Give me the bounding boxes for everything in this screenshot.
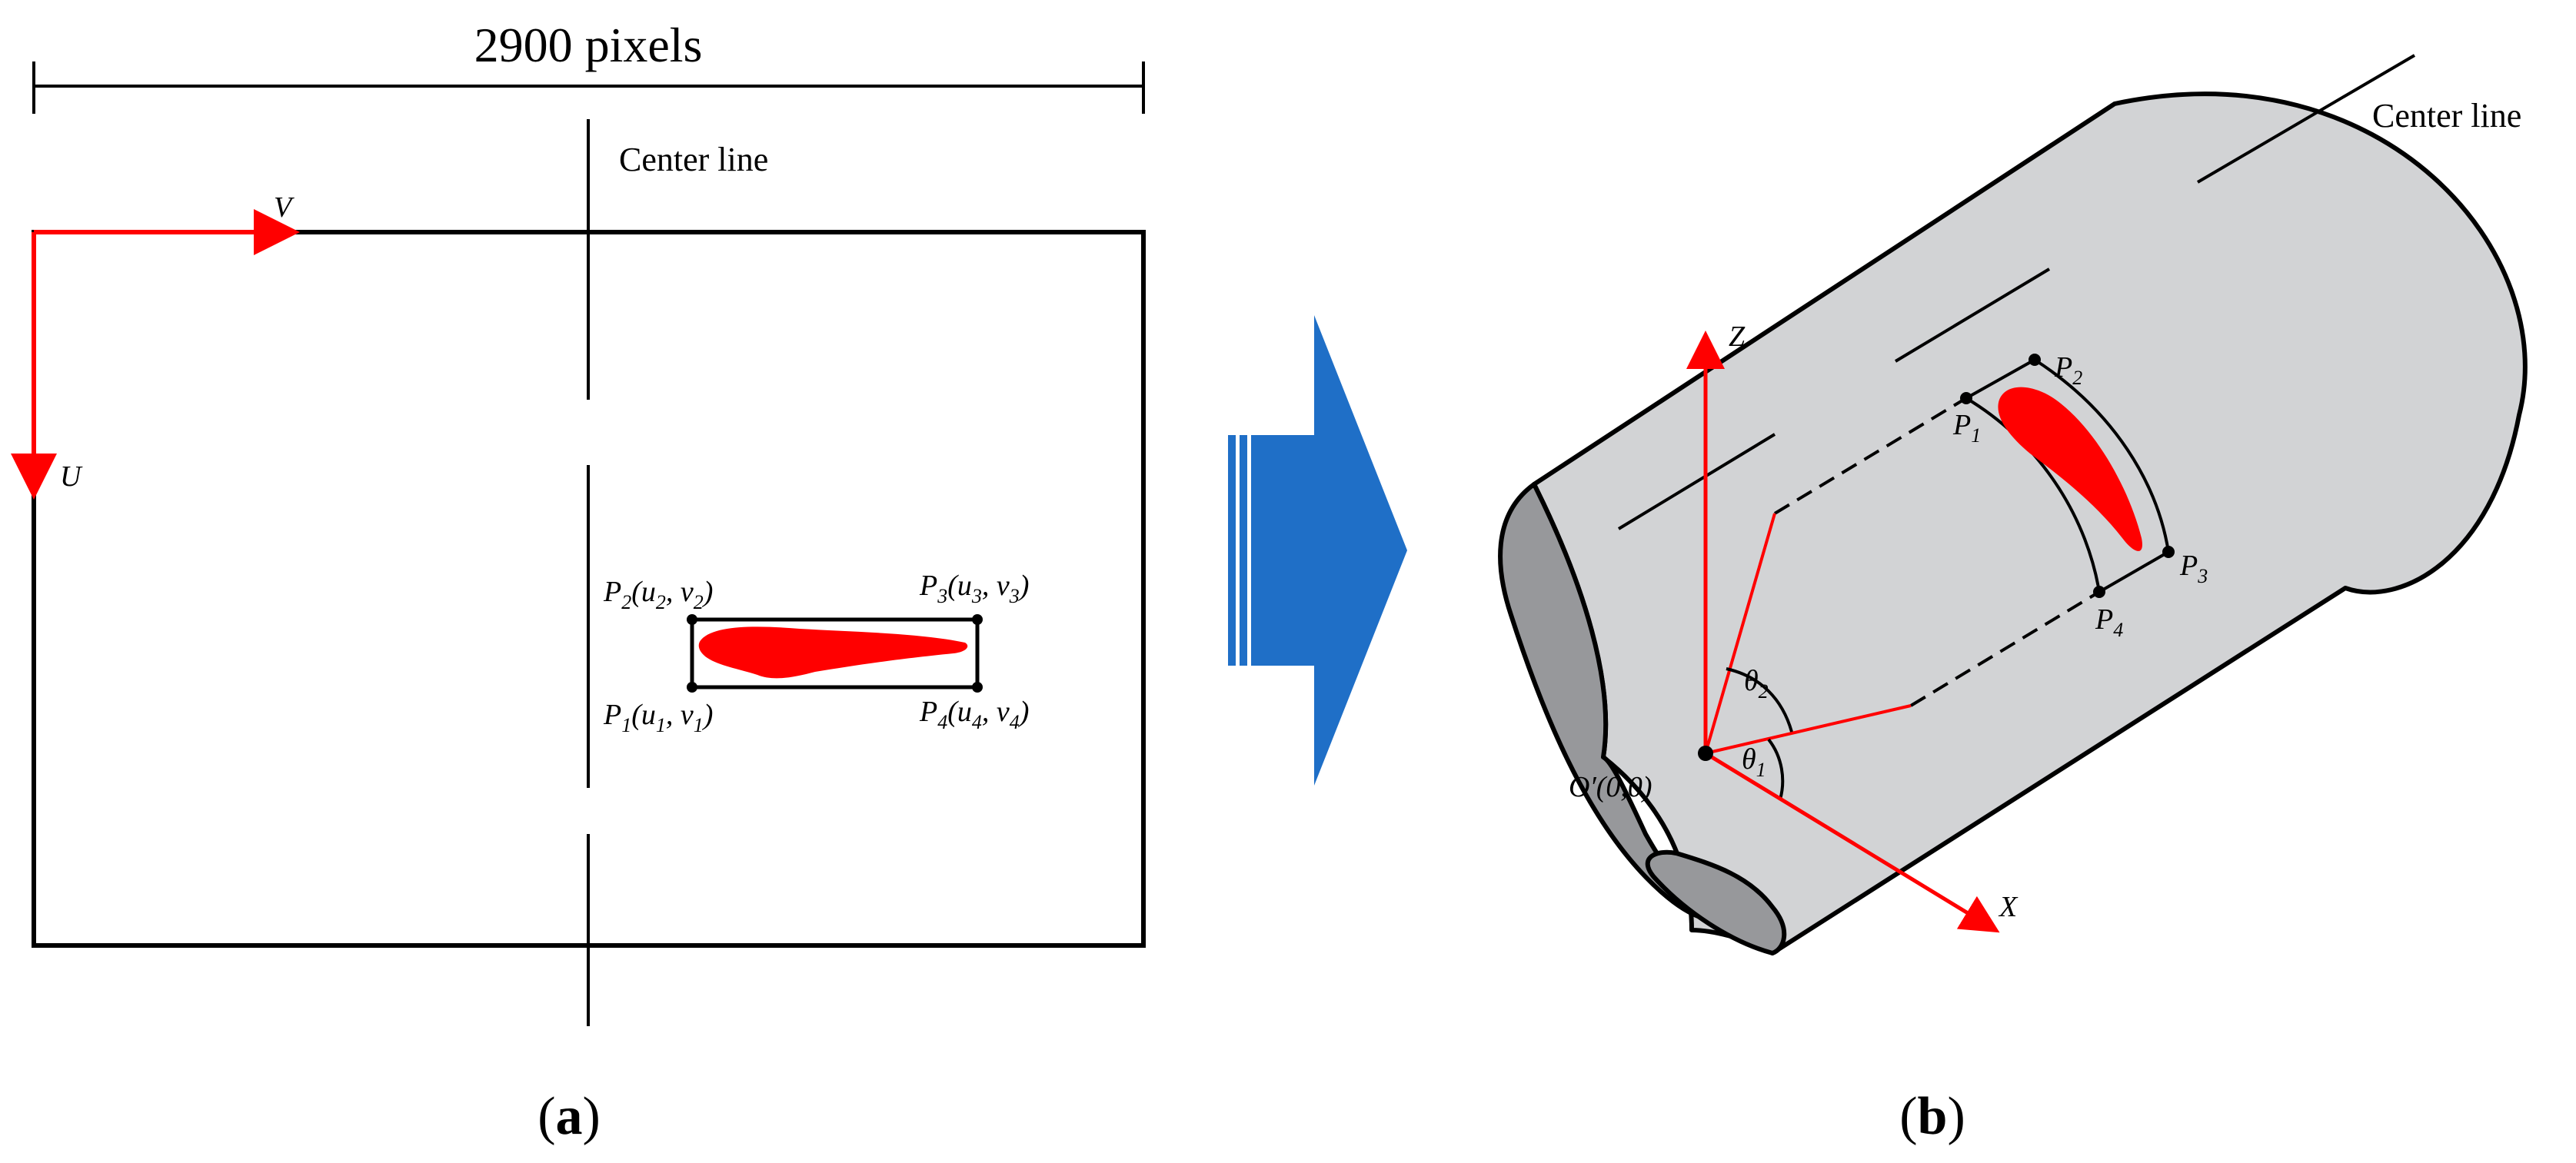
x-axis-label: X <box>1998 891 2019 923</box>
theta1-label: θ1 <box>1742 743 1766 781</box>
edge-p4-p3 <box>2098 550 2170 593</box>
center-line-label-b: Center line <box>2372 97 2521 135</box>
origin-label: O′(0,0) <box>1569 771 1652 803</box>
corner-p2-dot <box>687 614 697 625</box>
caption-b: (b) <box>1899 1087 1965 1146</box>
cylinder-outer-surface <box>1532 91 2528 955</box>
z-axis-label: Z <box>1729 321 1746 353</box>
corner-p3-dot <box>972 614 983 625</box>
v-axis-label: V <box>274 191 295 224</box>
center-line-b <box>1617 54 2416 530</box>
cylinder-lower-lip <box>1645 849 1787 955</box>
corner-p2-dot-b <box>2029 354 2041 366</box>
center-line-label-a: Center line <box>619 141 768 178</box>
label-p1-b: P1 <box>1952 409 1981 447</box>
defect-shape-b <box>1998 387 2142 551</box>
theta2-label: θ2 <box>1744 665 1769 703</box>
origin-point <box>1698 746 1713 761</box>
panel-a: 2900 pixels Center line V U P2(u2, v2) P… <box>11 18 1146 1146</box>
defect-shape-a <box>698 626 968 679</box>
u-axis-label: U <box>60 460 83 493</box>
label-p1-a: P1(u1, v1) <box>603 699 713 736</box>
edge-p1-p2 <box>1965 358 2035 400</box>
corner-p4-dot <box>972 682 983 693</box>
label-p4-a: P4(u4, v4) <box>919 696 1029 733</box>
corner-p1-dot <box>687 682 697 693</box>
label-p3-b: P3 <box>2179 550 2208 587</box>
arc-p1-p4 <box>1965 397 2101 593</box>
corner-p3-dot-b <box>2162 546 2175 558</box>
label-p2-a: P2(u2, v2) <box>603 576 713 613</box>
theta1-arc <box>1767 738 1785 800</box>
label-p3-a: P3(u3, v3) <box>919 570 1029 607</box>
projection-dashed-lines <box>1773 397 2101 707</box>
width-label: 2900 pixels <box>474 18 703 72</box>
panel-b: Center line Z X O′(0,0) <box>1498 54 2528 1146</box>
defect-bounding-box <box>690 617 980 689</box>
radial-lines <box>1704 513 1912 755</box>
x-axis-arrow <box>1704 751 2000 933</box>
corner-p1-dot-b <box>1960 392 1972 404</box>
corner-p4-dot-b <box>2093 586 2105 598</box>
label-p4-b: P4 <box>2095 603 2123 641</box>
caption-a: (a) <box>537 1087 601 1146</box>
transform-arrow <box>1228 315 1407 786</box>
label-p2-b: P2 <box>2054 351 2082 389</box>
theta2-arc <box>1726 667 1793 733</box>
arc-p2-p3 <box>2033 358 2170 553</box>
width-dimension <box>32 61 1145 114</box>
